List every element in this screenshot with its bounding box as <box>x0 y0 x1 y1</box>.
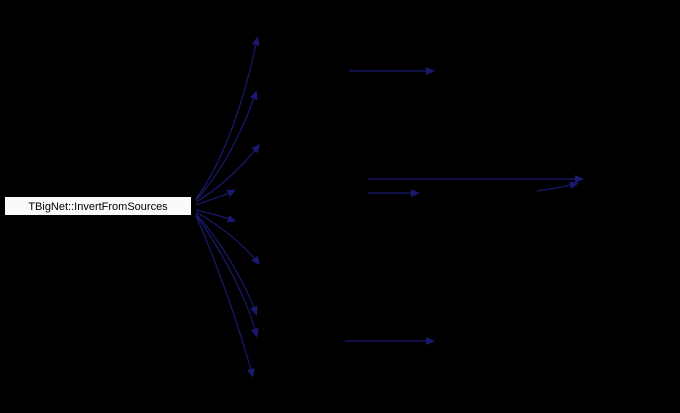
call-edge-2 <box>195 90 258 201</box>
call-edge-1 <box>195 36 260 200</box>
node-tbignet-invertfromsources[interactable]: TBigNet::InvertFromSources <box>4 196 192 216</box>
call-edge-8 <box>195 214 259 338</box>
call-edge-9 <box>195 215 255 378</box>
call-edge-13 <box>536 181 579 192</box>
call-edge-6 <box>195 211 261 266</box>
call-edge-4 <box>195 189 237 206</box>
call-edge-5 <box>195 209 237 223</box>
edge-group <box>195 36 584 378</box>
call-edge-7 <box>195 213 258 316</box>
call-edge-3 <box>195 143 261 203</box>
